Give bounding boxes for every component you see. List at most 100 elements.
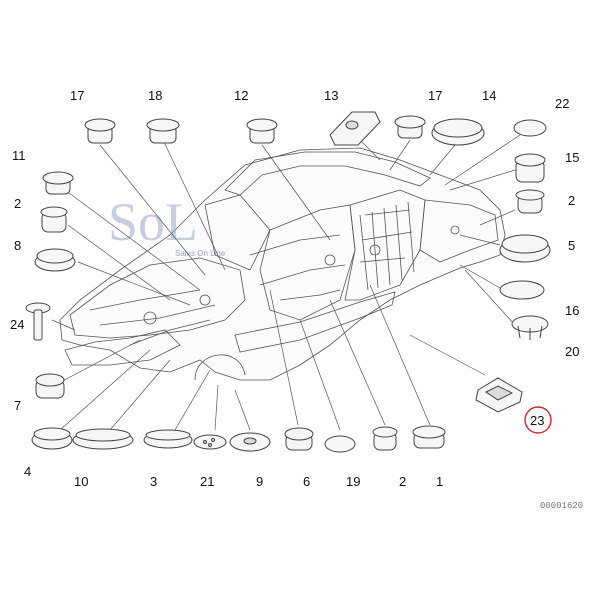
car-body-outline [59,147,506,381]
part-label: 17 [70,88,84,103]
car-inner-structure [89,209,413,346]
plug-3 [143,429,193,449]
leader-line [234,389,251,431]
grommet-11 [42,171,74,195]
leader-line [329,299,386,426]
leader-line [214,384,219,431]
car-door-opening [259,204,356,321]
leader-line [409,334,486,376]
drawing-reference: 00001620 [540,501,583,511]
car-hole [199,294,211,306]
plug-5 [499,234,551,263]
grommet-12 [246,118,278,144]
pin-24 [25,302,51,341]
leader-line [109,359,171,431]
plug-16 [499,280,545,300]
car-windscreen [204,194,271,271]
leader-lines [51,134,521,431]
highlight-circle [524,406,552,434]
leader-line [444,134,521,186]
part-label: 20 [565,344,579,359]
part-label: 18 [148,88,162,103]
car-pillar-detail [359,201,415,291]
car-rear-quarter [419,199,499,263]
plug-1 [412,425,446,449]
car-hole [324,254,336,266]
grommet-6 [284,427,314,451]
part-label: 9 [256,474,263,489]
car-hole [143,311,157,325]
watermark-logo: SoL Sales On Line [108,192,226,258]
leader-line [99,144,206,276]
part-label: 17 [428,88,442,103]
part-label: 13 [324,88,338,103]
car-front-rail [64,329,181,366]
part-label: 22 [555,96,569,111]
leader-line [479,209,516,226]
leader-line [67,224,171,301]
leader-line [459,264,501,289]
car-sill [234,291,396,353]
leader-line [459,234,501,246]
leader-line [174,369,211,431]
car-body [59,147,506,381]
clip-20 [511,315,549,340]
part-label: 24 [10,317,24,332]
car-rear-door-opening [344,189,426,301]
block-23 [475,377,523,413]
grommet-2-bottom [372,426,398,451]
leader-line [64,189,201,291]
bracket-13 [329,111,381,146]
grommet-17-top-right [394,115,426,139]
leader-line [389,139,411,171]
part-labels: 17 18 1 2 13 17 14 22 11 15 2 2 8 5 24 16… [10,88,579,489]
parts [25,111,551,453]
leader-line [77,261,191,306]
part-label: 14 [482,88,496,103]
leader-line [269,289,299,426]
car-hole [369,244,381,256]
part-label: 5 [568,238,575,253]
part-label: 19 [346,474,360,489]
plug-21 [193,434,227,450]
part-label: 1 [436,474,443,489]
plug-9 [229,432,271,452]
leader-line [162,139,226,271]
plug-4 [31,427,73,450]
watermark-tagline: Sales On Line [175,249,226,258]
car-engine-bay [69,257,246,339]
leader-line [51,319,76,331]
leader-line [359,139,381,161]
grommet-15 [514,153,546,183]
plug-22 [513,119,547,137]
part-label: 16 [565,303,579,318]
part-label: 8 [14,238,21,253]
leader-line [261,144,331,241]
part-label: 21 [200,474,214,489]
leader-line [299,319,341,431]
leader-line [54,339,141,386]
car-hole [450,225,460,235]
part-label: 2 [14,196,21,211]
part-label: 2 [568,193,575,208]
leader-line [369,284,431,426]
grommet-2-left [40,206,68,233]
grommet-17-top-left [84,118,116,144]
part-label: 15 [565,150,579,165]
grommet-2-right [515,189,545,214]
car-front-wheel-arch [194,354,246,381]
part-label: 7 [14,398,21,413]
watermark-logo-text: SoL [108,192,198,252]
leader-line [59,349,151,431]
leader-line [464,269,516,326]
part-label: 11 [12,148,26,163]
plug-8 [34,248,76,272]
part-label: 3 [150,474,157,489]
grommet-18 [146,118,180,144]
part-label-highlighted: 23 [530,413,544,428]
part-label: 2 [399,474,406,489]
disc-19 [324,435,356,453]
leader-line [429,144,456,176]
